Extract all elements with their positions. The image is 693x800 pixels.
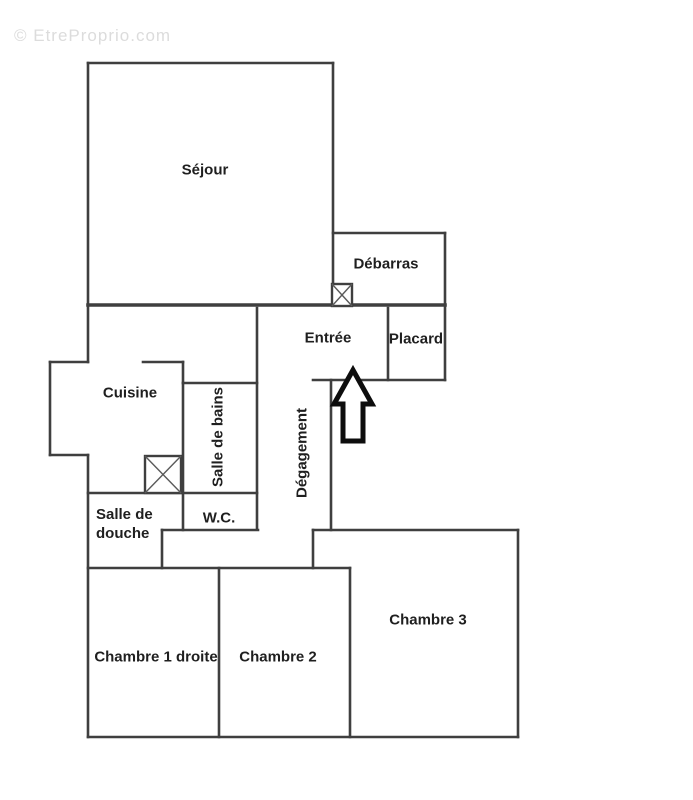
room-label-placard: Placard — [388, 330, 444, 348]
room-label-cuisine: Cuisine — [102, 384, 158, 402]
shaft-xbox-cuisine-icon — [143, 454, 183, 495]
room-label-sejour: Séjour — [181, 161, 229, 179]
room-label-salle-de-douche-line2: douche — [96, 525, 150, 542]
room-label-salle-de-bains: Salle de bains — [209, 386, 227, 488]
room-label-debarras: Débarras — [353, 255, 419, 273]
room-label-salle-de-douche-line1: Salle de — [96, 506, 153, 523]
walls — [48, 61, 520, 739]
room-label-chambre-2: Chambre 2 — [239, 648, 317, 666]
shaft-xbox-debarras-icon — [330, 282, 354, 308]
room-label-degagement: Dégagement — [293, 407, 311, 499]
entrance-arrow-icon — [329, 364, 377, 444]
room-label-chambre-1: Chambre 1 droite — [94, 648, 218, 666]
room-label-salle-de-douche: Salle de douche — [96, 505, 153, 543]
room-label-entree: Entrée — [304, 329, 352, 347]
room-label-chambre-3: Chambre 3 — [389, 611, 467, 629]
watermark: © EtreProprio.com — [14, 26, 172, 45]
room-label-wc: W.C. — [202, 509, 236, 527]
